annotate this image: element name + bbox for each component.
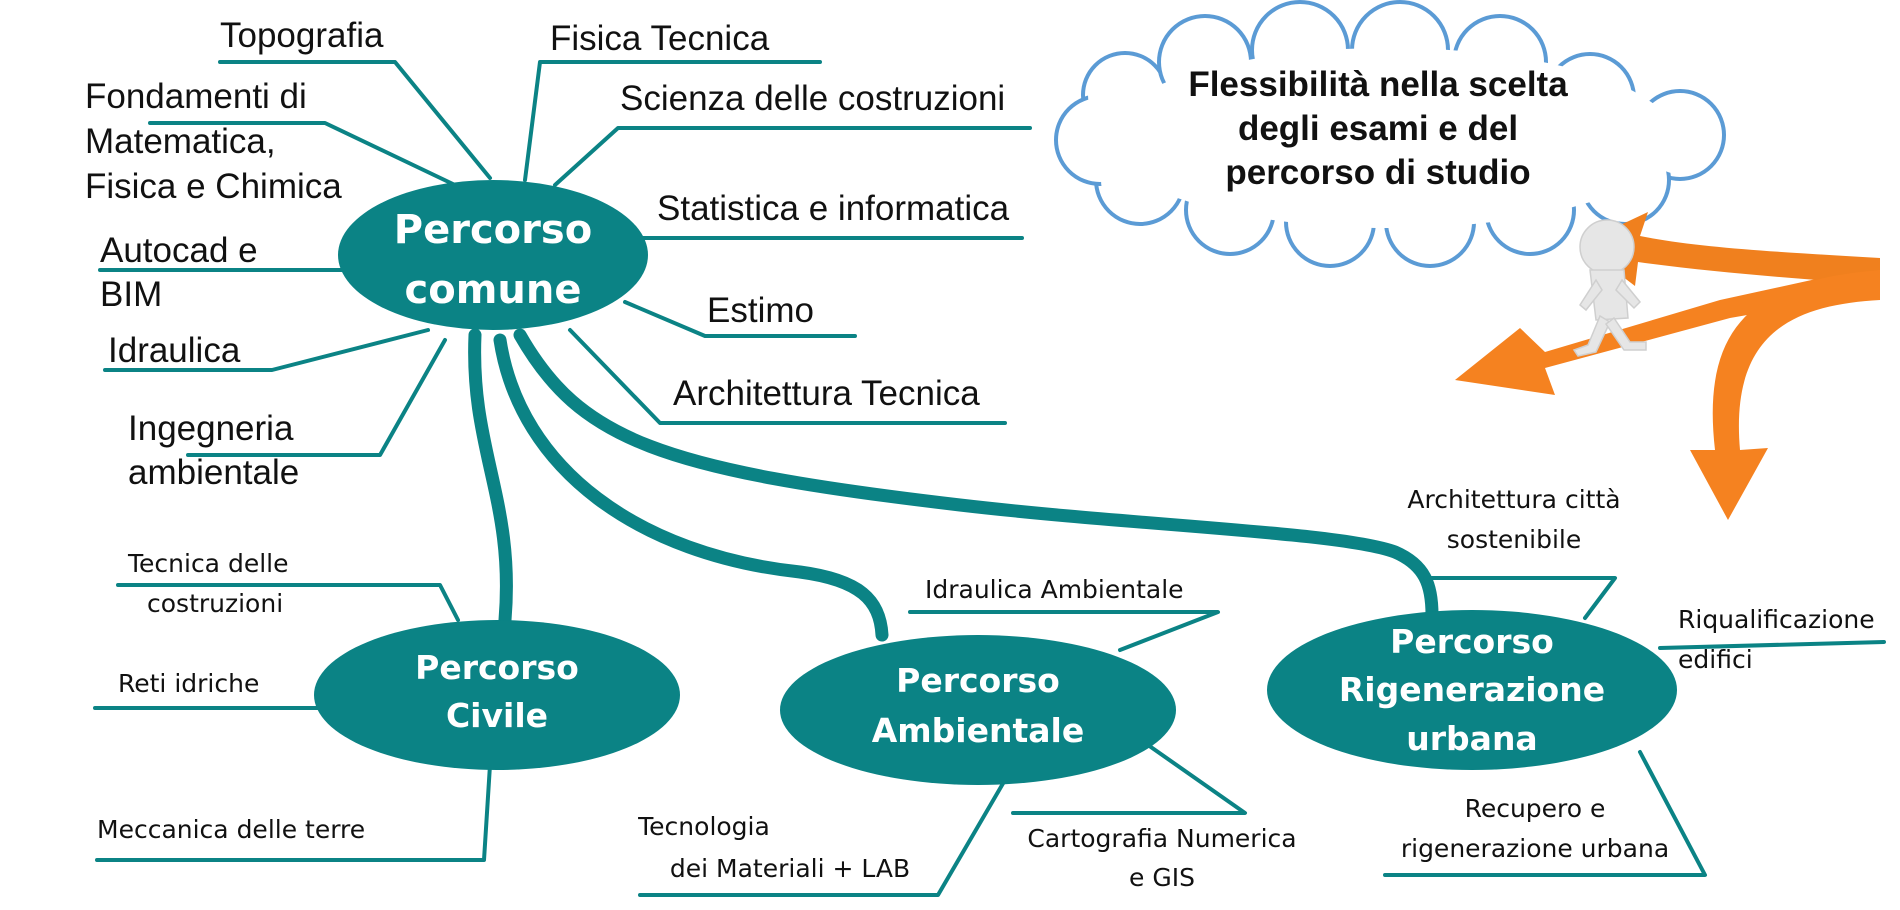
cloud-text-line: degli esami e del [1238, 109, 1518, 148]
subject-label: Architettura Tecnica [673, 374, 980, 413]
node-percorso-rigenerazione-urbana: Percorso Rigenerazione urbana [1267, 610, 1677, 770]
node-percorso-civile: Percorso Civile [314, 620, 680, 770]
subject-label: Tecnica delle [127, 549, 288, 578]
subject-label: e GIS [1129, 863, 1195, 892]
subject-label: Reti idriche [118, 669, 259, 698]
subject-label: Fondamenti di [85, 77, 307, 116]
node-percorso-comune: Percorso comune [338, 180, 648, 330]
subject-label: Topografia [220, 16, 384, 55]
node-percorso-ambientale: Percorso Ambientale [780, 635, 1176, 785]
crossroads-arrows-figure-icon [1455, 212, 1880, 520]
node-label: Rigenerazione [1339, 670, 1605, 709]
subject-label: Idraulica Ambientale [925, 575, 1184, 604]
subject-label: Fisica e Chimica [85, 167, 342, 206]
subject-label: Estimo [707, 291, 814, 330]
subject-label: Architettura città [1407, 485, 1620, 514]
subject-label: Meccanica delle terre [97, 815, 365, 844]
subject-label: edifici [1678, 645, 1753, 674]
node-label: urbana [1406, 719, 1537, 758]
node-label: comune [405, 267, 582, 313]
subject-label: Riqualificazione [1678, 605, 1875, 634]
subject-label: Fisica Tecnica [550, 19, 770, 58]
subject-label: Statistica e informatica [657, 189, 1010, 228]
node-label: Ambientale [872, 711, 1084, 750]
node-label: Civile [446, 696, 548, 735]
subject-label: Idraulica [108, 331, 241, 370]
subject-label: Autocad e [100, 231, 258, 270]
subject-label: rigenerazione urbana [1401, 834, 1669, 863]
node-label: Percorso [896, 661, 1060, 700]
subject-label: dei Materiali + LAB [670, 854, 910, 883]
node-label: Percorso [1390, 622, 1554, 661]
node-label: Percorso [394, 207, 592, 253]
subject-label: Matematica, [85, 122, 276, 161]
subject-label: costruzioni [147, 589, 283, 618]
subject-label: Tecnologia [637, 812, 770, 841]
subject-label: Cartografia Numerica [1027, 824, 1296, 853]
cloud-text-line: Flessibilità nella scelta [1188, 65, 1568, 104]
subject-label: sostenibile [1447, 525, 1581, 554]
cloud-text-line: percorso di studio [1225, 153, 1530, 192]
node-label: Percorso [415, 648, 579, 687]
subject-label: Scienza delle costruzioni [620, 79, 1005, 118]
subject-label: Ingegneria [128, 409, 294, 448]
subject-label: BIM [100, 275, 162, 314]
subject-label: Recupero e [1465, 794, 1606, 823]
subject-label: ambientale [128, 453, 299, 492]
